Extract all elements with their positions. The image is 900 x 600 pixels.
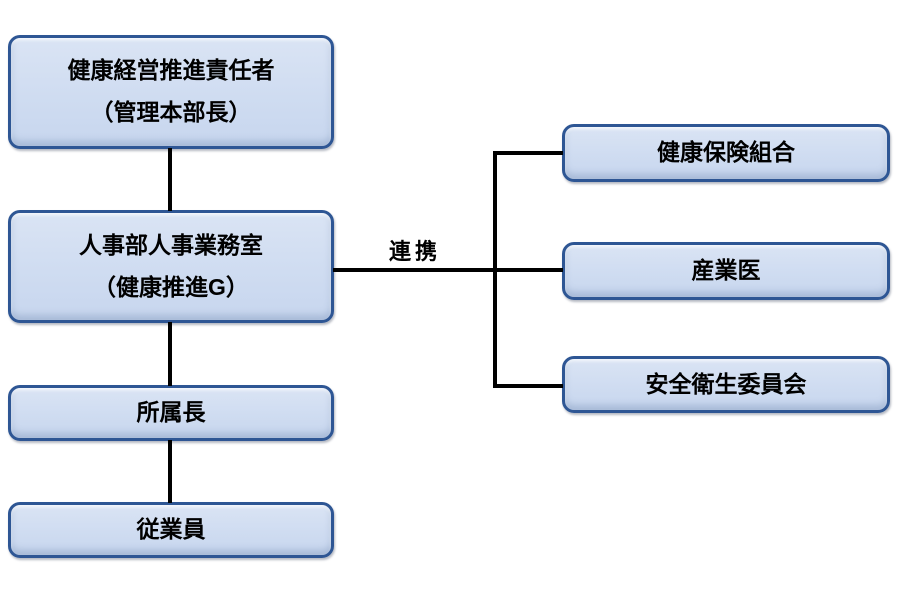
node-employee: 従業員 <box>8 502 334 558</box>
node-hr-office: 人事部人事業務室 （健康推進G） <box>8 210 334 323</box>
connector-department-head-to-employee <box>168 440 172 503</box>
node-label-line: （健康推進G） <box>93 273 249 300</box>
edge-label-cooperation: 連携 <box>388 239 441 264</box>
connector-hr-to-trunk <box>333 268 495 272</box>
node-label-line: （管理本部長） <box>90 99 252 125</box>
node-label-line: 所属長 <box>136 399 206 426</box>
node-health-promotion-officer: 健康経営推進責任者 （管理本部長） <box>8 35 334 149</box>
node-department-head: 所属長 <box>8 385 334 441</box>
connector-branch-occupational-physician <box>495 268 563 272</box>
node-label-line: 従業員 <box>136 516 206 543</box>
node-label-line: 産業医 <box>691 257 761 284</box>
node-label-line: 健康経営推進責任者 <box>67 57 275 84</box>
node-label-line: 健康保険組合 <box>657 139 795 166</box>
node-occupational-physician: 産業医 <box>562 242 890 300</box>
connector-branch-safety-committee <box>495 384 563 388</box>
node-health-insurance-union: 健康保険組合 <box>562 124 890 182</box>
connector-officer-to-hr <box>168 148 172 211</box>
connector-branch-health-insurance <box>495 151 563 155</box>
node-label-line: 人事部人事業務室 <box>79 231 263 258</box>
connector-hr-to-department-head <box>168 322 172 386</box>
node-label-line: 安全衛生委員会 <box>645 370 807 397</box>
node-safety-health-committee: 安全衛生委員会 <box>562 356 890 413</box>
